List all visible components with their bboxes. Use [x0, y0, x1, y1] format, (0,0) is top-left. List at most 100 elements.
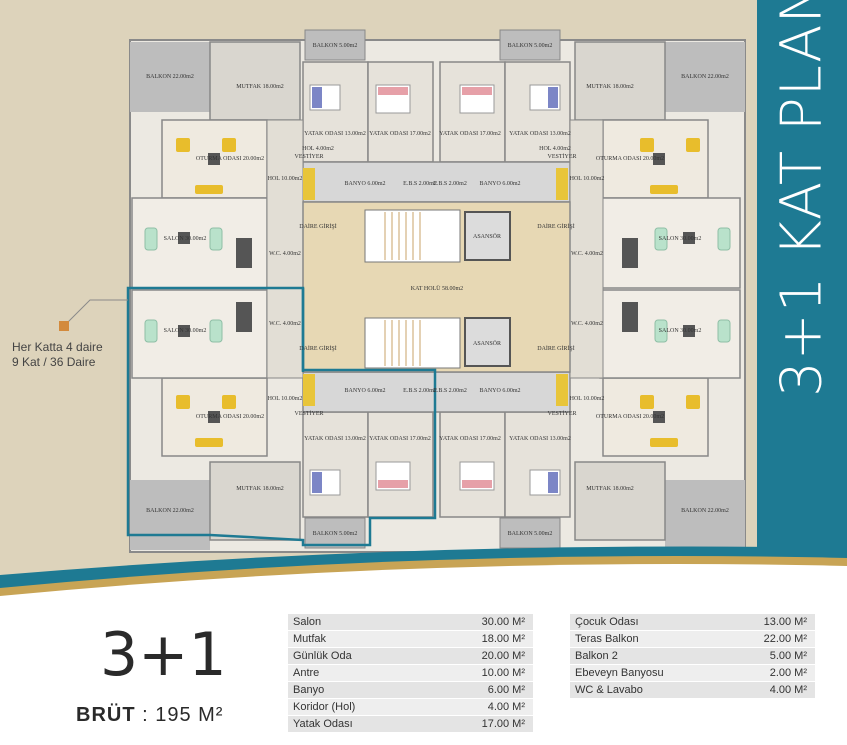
- unit-type-title: 3+1: [100, 620, 227, 690]
- plan-label-hol-small-1: HOL 4.00m2: [302, 146, 334, 152]
- plan-label-yatak-17-3: YATAK ODASI 17.00m2: [369, 436, 431, 442]
- plan-label-balkon-small-2: BALKON 5.00m2: [508, 43, 553, 49]
- plan-label-banyo-3: BANYO 6.00m2: [344, 388, 385, 394]
- plan-label-balkon-small-1: BALKON 5.00m2: [313, 43, 358, 49]
- plan-label-oturma-1: OTURMA ODASI 20.00m2: [196, 156, 264, 162]
- plan-label-balkon-big-4: BALKON 22.00m2: [681, 508, 729, 514]
- plan-label-ebs-4: E.B.S 2.00m2: [433, 388, 467, 394]
- callout-text: Her Katta 4 daire 9 Kat / 36 Daire: [12, 340, 103, 370]
- plan-label-ebs-2: E.B.S 2.00m2: [433, 181, 467, 187]
- plan-label-salon-2: SALON 30.00m2: [164, 328, 207, 334]
- table-row: Mutfak 18.00 M²: [288, 631, 533, 647]
- plan-label-vestiyer-2: VESTİYER: [548, 153, 577, 160]
- plan-label-daire-girisi-1: DAİRE GİRİŞİ: [299, 223, 337, 230]
- plan-label-yatak-17-2: YATAK ODASI 17.00m2: [439, 131, 501, 137]
- room-name: Antre: [293, 667, 320, 679]
- room-name: Teras Balkon: [575, 633, 639, 645]
- room-name: WC & Lavabo: [575, 684, 643, 696]
- plan-label-oturma-2: OTURMA ODASI 20.00m2: [196, 414, 264, 420]
- room-area: 18.00 M²: [481, 633, 525, 645]
- plan-label-wc-2: W.C. 4.00m2: [269, 321, 301, 327]
- gross-area: BRÜT : 195 M²: [76, 704, 223, 727]
- room-area: 4.00 M²: [769, 684, 807, 696]
- plan-label-banyo-2: BANYO 6.00m2: [479, 181, 520, 187]
- plan-label-oturma-4: OTURMA ODASI 20.00m2: [596, 414, 664, 420]
- plan-label-balkon-big-3: BALKON 22.00m2: [146, 508, 194, 514]
- plan-label-yatak-17-4: YATAK ODASI 17.00m2: [439, 436, 501, 442]
- plan-label-banyo-1: BANYO 6.00m2: [344, 181, 385, 187]
- table-row: Antre 10.00 M²: [288, 665, 533, 681]
- plan-label-vestiyer-1: VESTİYER: [295, 153, 324, 160]
- room-name: Koridor (Hol): [293, 701, 356, 713]
- plan-label-yatak-13-4: YATAK ODASI 13.00m2: [509, 436, 571, 442]
- floor-plan-walls: [129, 29, 746, 553]
- plan-label-daire-girisi-3: DAİRE GİRİŞİ: [299, 345, 337, 352]
- room-name: Günlük Oda: [293, 650, 352, 662]
- plan-label-daire-girisi-2: DAİRE GİRİŞİ: [537, 223, 575, 230]
- room-area: 22.00 M²: [763, 633, 807, 645]
- plan-label-yatak-13-2: YATAK ODASI 13.00m2: [509, 131, 571, 137]
- plan-label-hol-2: HOL 10.00m2: [570, 176, 605, 182]
- plan-label-salon-3: SALON 30.00m2: [659, 236, 702, 242]
- plan-label-core: KAT HOLÜ 58.00m2: [411, 285, 463, 292]
- plan-label-balkon-small-3: BALKON 5.00m2: [313, 531, 358, 537]
- plan-label-elevator-2: ASANSÖR: [473, 340, 501, 347]
- plan-label-elevator-1: ASANSÖR: [473, 233, 501, 240]
- plan-label-hol-small-2: HOL 4.00m2: [539, 146, 571, 152]
- room-area: 10.00 M²: [481, 667, 525, 679]
- room-area: 30.00 M²: [481, 616, 525, 628]
- plan-label-balkon-big-1: BALKON 22.00m2: [146, 74, 194, 80]
- banner-title: 3+1 KAT PLANI: [769, 0, 835, 397]
- plan-label-daire-girisi-4: DAİRE GİRİŞİ: [537, 345, 575, 352]
- room-area: 2.00 M²: [769, 667, 807, 679]
- table-row: Çocuk Odası 13.00 M²: [570, 614, 815, 630]
- callout-line-1: Her Katta 4 daire: [12, 340, 103, 354]
- plan-label-mutfak-4: MUTFAK 18.00m2: [586, 486, 634, 492]
- table-row: Ebeveyn Banyosu 2.00 M²: [570, 665, 815, 681]
- gross-area-label: BRÜT: [76, 704, 136, 726]
- plan-label-ebs-1: E.B.S 2.00m2: [403, 181, 437, 187]
- room-name: Ebeveyn Banyosu: [575, 667, 664, 679]
- plan-label-oturma-3: OTURMA ODASI 20.00m2: [596, 156, 664, 162]
- table-row: Koridor (Hol)4.00 M²: [288, 699, 533, 715]
- room-name: Balkon 2: [575, 650, 618, 662]
- room-name: Mutfak: [293, 633, 327, 645]
- plan-label-hol-3: HOL 10.00m2: [268, 396, 303, 402]
- plan-label-yatak-13-3: YATAK ODASI 13.00m2: [304, 436, 366, 442]
- table-row: Teras Balkon 22.00 M²: [570, 631, 815, 647]
- plan-label-hol-4: HOL 10.00m2: [570, 396, 605, 402]
- room-area: 6.00 M²: [487, 684, 525, 696]
- room-area: 5.00 M²: [769, 650, 807, 662]
- plan-label-wc-1: W.C. 4.00m2: [269, 251, 301, 257]
- callout-dot: [59, 321, 69, 331]
- plan-label-yatak-13-1: YATAK ODASI 13.00m2: [304, 131, 366, 137]
- plan-label-mutfak-2: MUTFAK 18.00m2: [586, 84, 634, 90]
- plan-label-balkon-small-4: BALKON 5.00m2: [508, 531, 553, 537]
- callout-line-2: 9 Kat / 36 Daire: [12, 355, 96, 369]
- title-banner: [757, 0, 847, 548]
- area-table-right: Çocuk Odası 13.00 M² Teras Balkon 22.00 M²…: [570, 614, 815, 699]
- gross-area-value: : 195 M²: [142, 704, 224, 726]
- table-row: WC & Lavabo 4.00 M²: [570, 682, 815, 698]
- plan-label-yatak-17-1: YATAK ODASI 17.00m2: [369, 131, 431, 137]
- table-row: Salon 30.00 M²: [288, 614, 533, 630]
- callout-leader-line: [63, 299, 128, 327]
- table-row: Balkon 2 5.00 M²: [570, 648, 815, 664]
- plan-label-banyo-4: BANYO 6.00m2: [479, 388, 520, 394]
- plan-label-vestiyer-4: VESTİYER: [548, 410, 577, 417]
- plan-label-mutfak-3: MUTFAK 18.00m2: [236, 486, 284, 492]
- plan-label-wc-4: W.C. 4.00m2: [571, 321, 603, 327]
- plan-label-hol-1: HOL 10.00m2: [268, 176, 303, 182]
- room-name: Salon: [293, 616, 322, 628]
- room-name: Çocuk Odası: [575, 616, 639, 628]
- room-area: 13.00 M²: [763, 616, 807, 628]
- plan-label-vestiyer-3: VESTİYER: [295, 410, 324, 417]
- plan-label-balkon-big-2: BALKON 22.00m2: [681, 74, 729, 80]
- plan-label-salon-4: SALON 30.00m2: [659, 328, 702, 334]
- room-name: Yatak Odası: [293, 718, 353, 730]
- plan-label-salon-1: SALON 30.00m2: [164, 236, 207, 242]
